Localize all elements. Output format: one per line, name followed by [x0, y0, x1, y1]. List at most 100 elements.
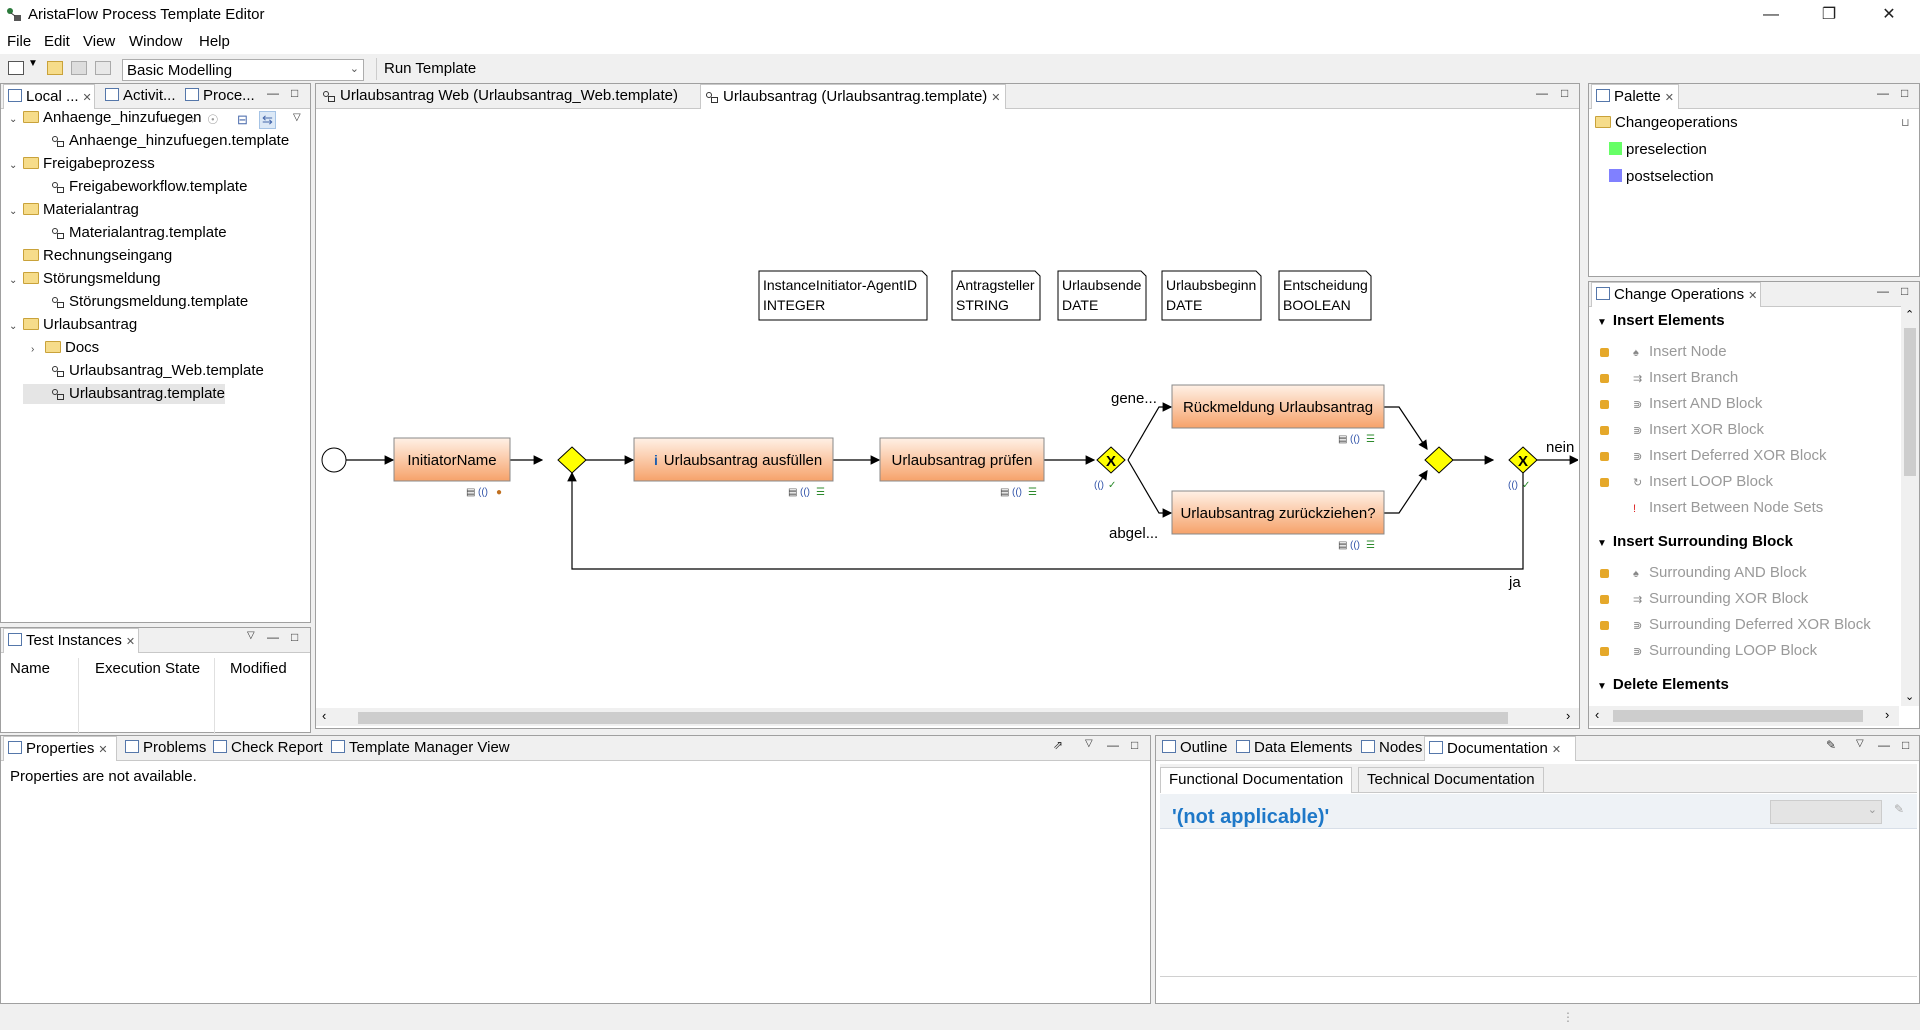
- tab-problems[interactable]: Problems: [121, 736, 210, 760]
- data-element[interactable]: Antragsteller STRING: [951, 270, 1041, 321]
- column-name[interactable]: Name: [10, 660, 51, 677]
- tree-template[interactable]: Freigabeworkflow.template: [23, 177, 247, 197]
- tree-template[interactable]: Urlaubsantrag.template: [23, 384, 225, 404]
- change-op-item[interactable]: ↻Insert LOOP Block: [1600, 473, 1773, 490]
- view-menu-icon[interactable]: ▽: [1856, 738, 1864, 749]
- scroll-left-icon[interactable]: ‹: [1595, 707, 1600, 722]
- maximize-icon[interactable]: □: [1561, 86, 1569, 100]
- maximize-icon[interactable]: □: [1902, 738, 1910, 752]
- maximize-icon[interactable]: □: [1131, 738, 1139, 752]
- scroll-down-icon[interactable]: ⌄: [1905, 691, 1915, 703]
- palette-group[interactable]: Changeoperations: [1595, 114, 1738, 131]
- horizontal-scrollbar[interactable]: ‹ ›: [316, 708, 1579, 726]
- horizontal-scrollbar[interactable]: ‹ ›: [1589, 706, 1899, 726]
- tab-functional-documentation[interactable]: Functional Documentation: [1160, 767, 1353, 793]
- scroll-right-icon[interactable]: ›: [1885, 707, 1890, 722]
- menu-window[interactable]: Window: [129, 33, 183, 50]
- tab-change-operations[interactable]: Change Operations✕: [1591, 282, 1761, 307]
- tree-toggle-icon[interactable]: ⌄: [9, 275, 18, 286]
- column-execution-state[interactable]: Execution State: [95, 660, 201, 677]
- tab-palette[interactable]: Palette✕: [1591, 84, 1679, 109]
- tree-folder[interactable]: ⌄Störungsmeldung: [9, 269, 161, 289]
- change-op-item[interactable]: ♠Surrounding AND Block: [1600, 564, 1807, 581]
- tree-toggle-icon[interactable]: ⌄: [9, 321, 18, 332]
- scroll-left-icon[interactable]: ‹: [322, 708, 327, 723]
- minimize-icon[interactable]: —: [267, 630, 279, 644]
- tab-technical-documentation[interactable]: Technical Documentation: [1358, 767, 1544, 793]
- view-menu-icon[interactable]: ▽: [1085, 738, 1093, 749]
- tree-template[interactable]: Störungsmeldung.template: [23, 292, 248, 312]
- data-element[interactable]: Urlaubsbeginn DATE: [1161, 270, 1262, 321]
- nav-home-icon[interactable]: ☉: [207, 112, 219, 127]
- close-icon[interactable]: ✕: [1882, 6, 1896, 23]
- link-editor-icon[interactable]: ⇆: [259, 111, 276, 129]
- task-initiator-name[interactable]: InitiatorName: [393, 437, 511, 482]
- change-ops-section[interactable]: ▼Insert Elements: [1597, 312, 1725, 329]
- scroll-up-icon[interactable]: ⌃: [1905, 309, 1915, 321]
- task-feedback[interactable]: Rückmeldung Urlaubsantrag: [1171, 384, 1385, 429]
- loop-start-gateway[interactable]: [557, 446, 587, 474]
- tree-folder[interactable]: ⌄Urlaubsantrag: [9, 315, 137, 335]
- tab-properties[interactable]: Properties✕: [3, 736, 117, 761]
- maximize-icon[interactable]: □: [291, 630, 299, 644]
- task-fill-request[interactable]: i Urlaubsantrag ausfüllen: [633, 437, 834, 482]
- menu-help[interactable]: Help: [199, 33, 230, 50]
- change-op-item[interactable]: ♠Insert Node: [1600, 343, 1727, 360]
- expand-icon[interactable]: ⊔: [1901, 117, 1910, 129]
- edit-icon[interactable]: ✎: [1894, 802, 1905, 816]
- print-icon[interactable]: [95, 61, 111, 75]
- tree-toggle-icon[interactable]: ⌄: [9, 160, 18, 171]
- open-icon[interactable]: [47, 61, 63, 75]
- nav-back-icon[interactable]: ⇦: [163, 112, 174, 127]
- change-op-item[interactable]: ⋑Insert Deferred XOR Block: [1600, 447, 1827, 464]
- dropdown-icon[interactable]: ▼: [28, 58, 38, 69]
- loop-end-gateway[interactable]: X: [1508, 446, 1538, 474]
- palette-item[interactable]: postselection: [1609, 168, 1714, 185]
- minimize-icon[interactable]: —: [267, 86, 279, 100]
- documentation-language-select[interactable]: ⌄: [1770, 800, 1882, 824]
- tab-test-instances[interactable]: Test Instances✕: [3, 628, 139, 653]
- tree-folder[interactable]: ⌄Freigabeprozess: [9, 154, 155, 174]
- change-op-item[interactable]: ⇉Insert Branch: [1600, 369, 1738, 386]
- task-withdraw[interactable]: Urlaubsantrag zurückziehen?: [1171, 490, 1385, 535]
- change-op-item[interactable]: ⇉Surrounding XOR Block: [1600, 590, 1808, 607]
- tab-data-elements[interactable]: Data Elements: [1232, 736, 1356, 760]
- menu-view[interactable]: View: [83, 33, 116, 50]
- tree-folder[interactable]: Rechnungseingang: [9, 246, 172, 266]
- tree-template[interactable]: Anhaenge_hinzufuegen.template: [23, 131, 289, 151]
- minimize-icon[interactable]: —: [1878, 738, 1890, 752]
- data-element[interactable]: InstanceInitiator-AgentID INTEGER: [758, 270, 928, 321]
- change-op-item[interactable]: ⋑Insert XOR Block: [1600, 421, 1764, 438]
- minimize-icon[interactable]: —: [1536, 86, 1548, 100]
- menu-file[interactable]: File: [7, 33, 32, 50]
- minimize-icon[interactable]: —: [1107, 738, 1119, 752]
- view-menu-icon[interactable]: ▽: [293, 112, 301, 123]
- scrollbar-thumb[interactable]: [1904, 328, 1916, 476]
- tree-template[interactable]: Materialantrag.template: [23, 223, 227, 243]
- scrollbar-thumb[interactable]: [1613, 710, 1863, 722]
- view-menu-icon[interactable]: ▽: [247, 630, 255, 641]
- scrollbar-thumb[interactable]: [358, 712, 1508, 724]
- maximize-icon[interactable]: ❐: [1821, 6, 1837, 23]
- change-op-item[interactable]: ⋑Surrounding Deferred XOR Block: [1600, 616, 1871, 633]
- maximize-icon[interactable]: □: [1901, 86, 1909, 100]
- nav-forward-icon[interactable]: ⇨: [185, 112, 196, 127]
- tab-outline[interactable]: Outline: [1158, 736, 1232, 760]
- menu-edit[interactable]: Edit: [44, 33, 70, 50]
- change-op-item[interactable]: ⋑Surrounding LOOP Block: [1600, 642, 1817, 659]
- palette-item[interactable]: preselection: [1609, 141, 1707, 158]
- tree-folder[interactable]: ⌄Materialantrag: [9, 200, 139, 220]
- task-check-request[interactable]: Urlaubsantrag prüfen: [879, 437, 1045, 482]
- xor-split-gateway[interactable]: X: [1096, 446, 1126, 474]
- scroll-right-icon[interactable]: ›: [1566, 708, 1571, 723]
- tab-activities[interactable]: Activit...: [101, 84, 180, 108]
- pin-icon[interactable]: ⇗: [1053, 738, 1064, 752]
- tab-documentation[interactable]: Documentation✕: [1424, 736, 1576, 761]
- maximize-icon[interactable]: □: [1901, 284, 1909, 298]
- maximize-icon[interactable]: □: [291, 86, 299, 100]
- change-op-item[interactable]: ⋑Insert AND Block: [1600, 395, 1762, 412]
- xor-join-gateway[interactable]: [1424, 446, 1454, 474]
- minimize-icon[interactable]: —: [1877, 284, 1889, 298]
- tab-urlaubsantrag-web[interactable]: Urlaubsantrag Web (Urlaubsantrag_Web.tem…: [318, 84, 682, 108]
- tree-toggle-icon[interactable]: ›: [31, 344, 35, 355]
